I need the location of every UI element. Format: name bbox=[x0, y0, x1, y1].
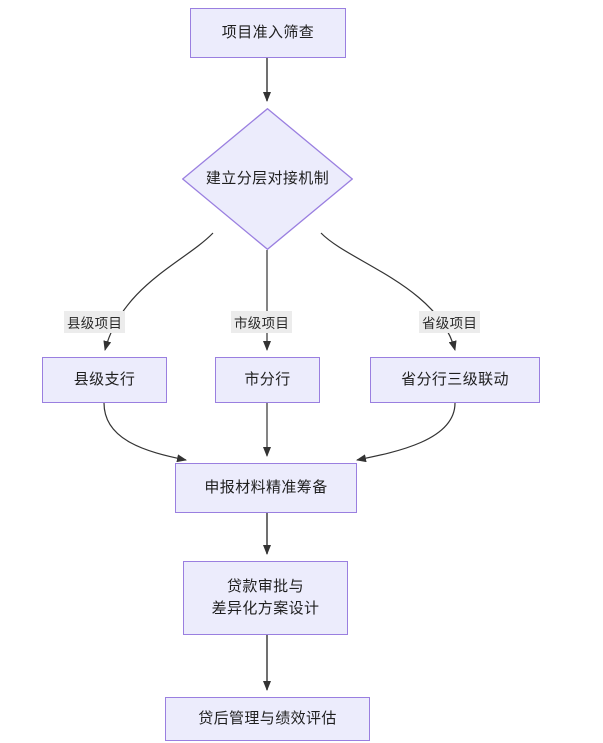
node-county-branch[interactable]: 县级支行 bbox=[42, 357, 167, 403]
node-loan-approval-label: 贷款审批与 差异化方案设计 bbox=[211, 577, 320, 617]
node-screening[interactable]: 项目准入筛查 bbox=[190, 8, 346, 58]
node-province-branch[interactable]: 省分行三级联动 bbox=[370, 357, 540, 403]
node-post-loan-management[interactable]: 贷后管理与绩效评估 bbox=[165, 697, 370, 741]
node-tiered-mechanism-label: 建立分层对接机制 bbox=[205, 169, 330, 188]
node-post-loan-management-label: 贷后管理与绩效评估 bbox=[198, 709, 337, 728]
node-province-branch-label: 省分行三级联动 bbox=[401, 370, 509, 389]
edge-label-province: 省级项目 bbox=[419, 311, 481, 333]
node-city-branch-label: 市分行 bbox=[244, 370, 291, 389]
node-loan-approval[interactable]: 贷款审批与 差异化方案设计 bbox=[183, 561, 348, 635]
node-tiered-mechanism[interactable]: 建立分层对接机制 bbox=[182, 108, 353, 250]
edge-label-county: 县级项目 bbox=[64, 311, 126, 333]
node-materials-preparation-label: 申报材料精准筹备 bbox=[204, 478, 328, 497]
node-city-branch[interactable]: 市分行 bbox=[215, 357, 320, 403]
edge-province-branch-to-materials bbox=[356, 402, 456, 463]
edge-county-branch-to-materials bbox=[103, 402, 187, 463]
diamond-shape bbox=[182, 108, 353, 250]
edge-label-city: 市级项目 bbox=[231, 311, 293, 333]
node-materials-preparation[interactable]: 申报材料精准筹备 bbox=[175, 463, 357, 513]
node-county-branch-label: 县级支行 bbox=[73, 370, 136, 389]
node-screening-label: 项目准入筛查 bbox=[221, 23, 315, 42]
